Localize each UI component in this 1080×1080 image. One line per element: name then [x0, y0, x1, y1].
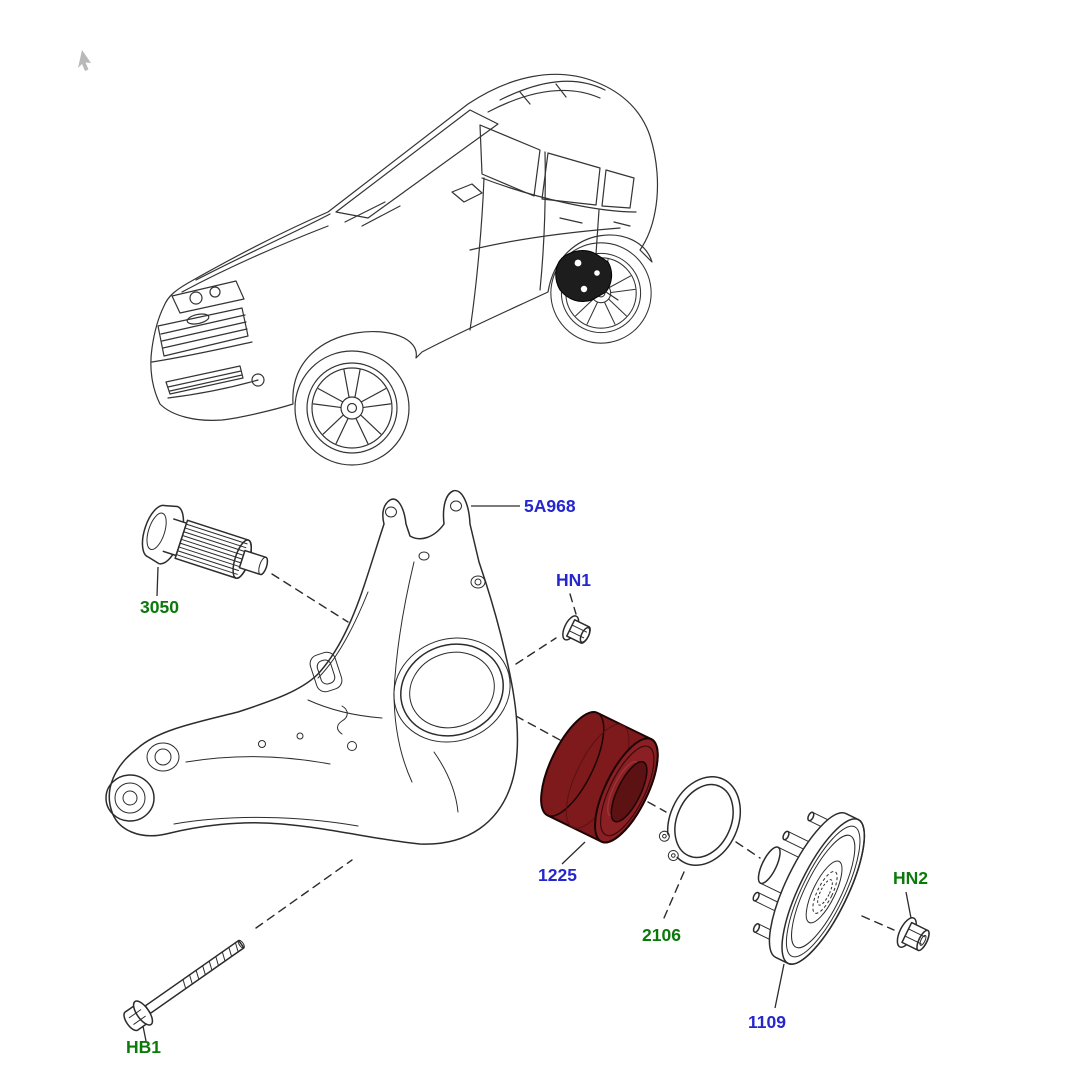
shaft-3050-drawing: [141, 504, 269, 579]
side-mirror: [451, 183, 483, 203]
bearing-1225-drawing[interactable]: [529, 704, 671, 851]
windshield: [335, 109, 499, 219]
nut-hn1-drawing: [562, 615, 591, 644]
snap-ring-2106-drawing: [647, 776, 742, 867]
assembly-dashed-lines: [255, 573, 895, 931]
part-label-3050[interactable]: 3050: [140, 597, 179, 617]
label-leader-lines: [142, 505, 912, 1042]
headlight: [171, 280, 245, 314]
part-label-2106[interactable]: 2106: [642, 925, 681, 945]
knuckle-location-marker: [555, 250, 619, 303]
part-label-1225[interactable]: 1225: [538, 865, 577, 885]
part-label-hb1[interactable]: HB1: [126, 1037, 161, 1057]
part-label-hn2[interactable]: HN2: [893, 868, 928, 888]
hub-1109-drawing: [752, 811, 866, 965]
front-wheel: [294, 350, 410, 466]
part-label-5a968[interactable]: 5A968: [524, 496, 576, 516]
knuckle-drawing: [105, 489, 519, 845]
nut-hn2-drawing: [896, 917, 930, 952]
part-label-hn1[interactable]: HN1: [556, 570, 591, 590]
part-label-1109[interactable]: 1109: [748, 1012, 786, 1032]
cursor-artifact: [78, 50, 91, 71]
vehicle-illustration: [150, 73, 659, 466]
bolt-hb1-drawing: [123, 939, 245, 1032]
fog-lamp: [251, 373, 265, 387]
grille: [157, 307, 249, 357]
